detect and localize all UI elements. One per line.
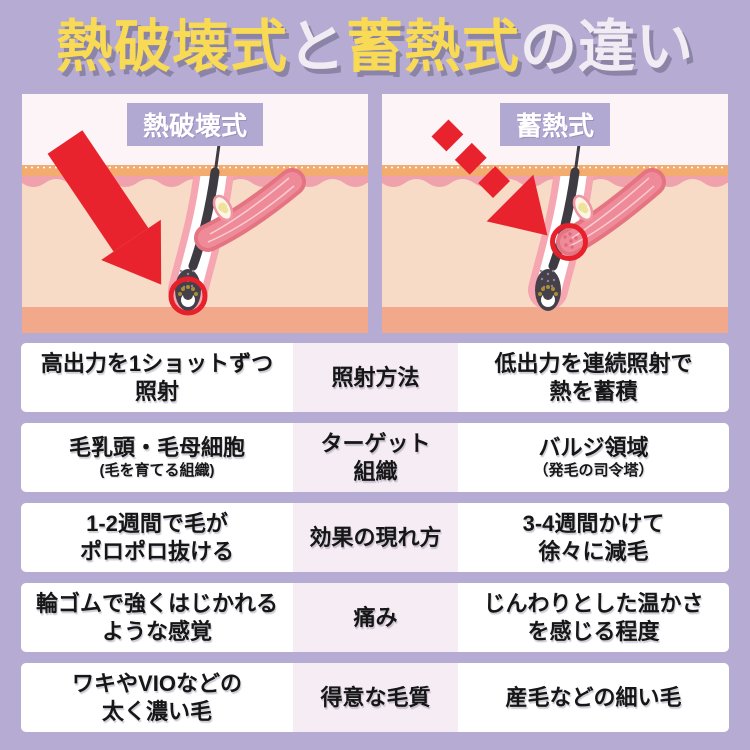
title-suffix: の違い [520,14,694,79]
cell-right: 3-4週間かけて 徐々に減毛 [458,503,729,572]
cell-text: 3-4週間かけて 徐々に減毛 [522,511,665,564]
bulge-cells [563,232,578,249]
papilla-notch [183,290,193,300]
cell-right: バルジ領域 （発毛の司令塔） [458,423,729,492]
title-text: 熱破壊式と蓄熱式の違い [56,18,694,76]
table-row-hair-type: ワキやVIOなどの 太く濃い毛 得意な毛質 産毛などの細い毛 [21,663,729,732]
title-connector: と [288,14,346,79]
category-label: 効果の現れ方 [309,524,442,550]
cell-text: 高出力を1ショットずつ 照射 [40,351,274,404]
cell-category: 痛み [293,583,458,652]
laser-shot-arrow-icon [47,130,162,285]
panel-label-thermal-destruction: 熱破壊式 [126,103,264,146]
category-label: 照射方法 [331,364,420,390]
cell-subtext: (毛を育てる組織) [99,462,215,480]
comparison-table: 高出力を1ショットずつ 照射 照射方法 低出力を連続照射で 熱を蓄積 毛乳頭・毛… [0,343,750,732]
target-ring-icon [550,223,588,261]
arrector-muscle [194,168,306,252]
cell-left: 1-2週間で毛が ポロポロ抜ける [21,503,293,572]
category-label: 得意な毛質 [320,684,431,710]
title-term-thermal-destruction: 熱破壊式 [56,14,288,79]
sebaceous-gland-icon [572,194,594,222]
cell-left: ワキやVIOなどの 太く濃い毛 [21,663,293,732]
cell-category: 照射方法 [293,343,458,412]
cell-right: 低出力を連続照射で 熱を蓄積 [458,343,729,412]
cell-text: 1-2週間で毛が ポロポロ抜ける [79,511,234,564]
bulb-speckles [539,269,556,289]
panel-thermal-destruction: 熱破壊式 [22,94,368,333]
cell-text: 低出力を連続照射で 熱を蓄積 [494,351,693,404]
cell-text: 輪ゴムで強くはじかれる ような感覚 [35,591,278,644]
table-row-pain: 輪ゴムで強くはじかれる ような感覚 痛み じんわりとした温かさ を感じる程度 [21,583,729,652]
cell-category: 効果の現れ方 [293,503,458,572]
cell-right: じんわりとした温かさ を感じる程度 [458,583,729,652]
cell-subtext: （発毛の司令塔） [533,462,654,480]
cell-category: 得意な毛質 [293,663,458,732]
laser-pulse-arrow-icon [431,119,548,236]
panel-heat-storage: 蓄熱式 [382,94,728,333]
illustration-panels: 熱破壊式 [0,94,750,333]
category-label: ターゲット 組織 [320,431,431,484]
cell-text: バルジ領域 [538,434,649,460]
table-row-effect: 1-2週間で毛が ポロポロ抜ける 効果の現れ方 3-4週間かけて 徐々に減毛 [21,503,729,572]
matrix-cells [538,285,558,296]
panel-label-heat-storage: 蓄熱式 [499,103,611,146]
table-row-irradiation: 高出力を1ショットずつ 照射 照射方法 低出力を連続照射で 熱を蓄積 [21,343,729,412]
cell-right: 産毛などの細い毛 [458,663,729,732]
table-row-target-tissue: 毛乳頭・毛母細胞 (毛を育てる組織) ターゲット 組織 バルジ領域 （発毛の司令… [21,423,729,492]
papilla-notch [543,290,553,300]
target-ring-icon [168,276,208,316]
cell-left: 毛乳頭・毛母細胞 (毛を育てる組織) [21,423,293,492]
page-title: 熱破壊式と蓄熱式の違い [0,0,750,94]
title-term-heat-storage: 蓄熱式 [346,14,520,79]
cell-text: ワキやVIOなどの 太く濃い毛 [72,671,242,724]
subcutis-layer [382,307,728,333]
cell-left: 輪ゴムで強くはじかれる ような感覚 [21,583,293,652]
cell-left: 高出力を1ショットずつ 照射 [21,343,293,412]
cell-text: じんわりとした温かさ を感じる程度 [483,591,704,644]
cell-text: 毛乳頭・毛母細胞 [68,434,245,460]
cell-category: ターゲット 組織 [293,423,458,492]
sebaceous-gland-icon [212,194,234,222]
cell-text: 産毛などの細い毛 [505,684,682,710]
matrix-cells [178,285,198,296]
category-label: 痛み [353,604,398,630]
arrector-muscle [556,168,666,256]
